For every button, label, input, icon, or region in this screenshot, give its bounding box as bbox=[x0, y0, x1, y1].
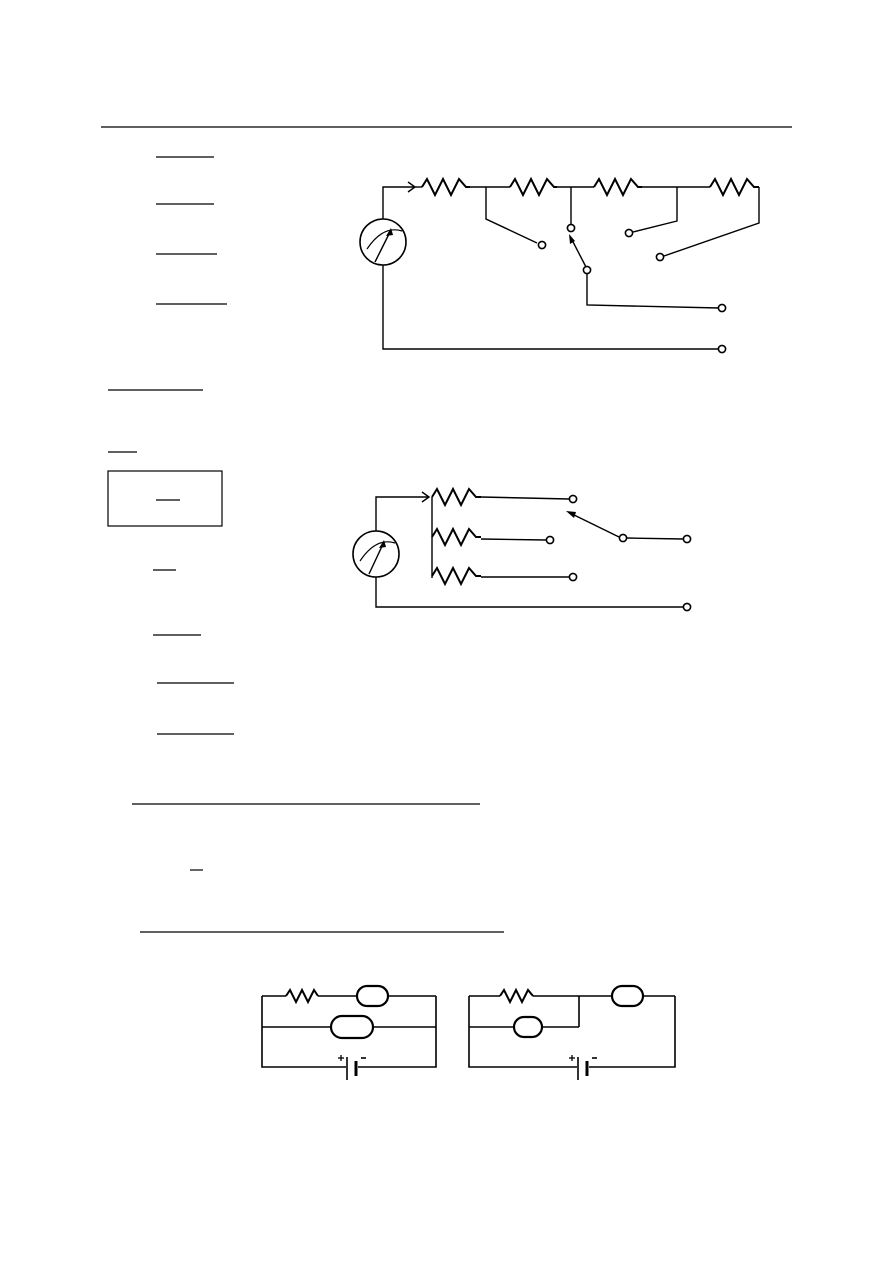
top-wire bbox=[382, 186, 415, 219]
lamp bbox=[329, 1014, 375, 1040]
resistor-3 bbox=[593, 176, 642, 198]
resistor bbox=[285, 987, 319, 1005]
terminal bbox=[568, 572, 578, 582]
wire bbox=[480, 496, 570, 500]
resistor-2 bbox=[509, 176, 557, 198]
terminal bbox=[537, 240, 547, 250]
circuit-lamps-mixed bbox=[468, 984, 676, 1080]
tap-wire bbox=[485, 187, 538, 244]
terminal bbox=[655, 252, 665, 262]
lamp bbox=[610, 984, 645, 1008]
resistor-2 bbox=[431, 526, 481, 548]
lamp bbox=[355, 984, 390, 1008]
multi-range-ammeter-shunts bbox=[359, 176, 760, 354]
resistor bbox=[499, 987, 534, 1005]
top-wire bbox=[375, 496, 429, 531]
terminal bbox=[682, 602, 692, 612]
selector-switch bbox=[569, 234, 727, 313]
terminal bbox=[568, 494, 578, 504]
circuit-frame bbox=[589, 996, 676, 1068]
terminal bbox=[682, 534, 692, 544]
terminal bbox=[545, 535, 555, 545]
terminal bbox=[566, 223, 576, 233]
wire bbox=[480, 538, 547, 541]
terminal bbox=[717, 303, 727, 313]
answer-blanks-section-1 bbox=[108, 156, 227, 453]
resistor-4 bbox=[709, 176, 759, 198]
lamp bbox=[512, 1015, 544, 1039]
circuit-lamps-parallel bbox=[261, 984, 437, 1080]
current-arrow-icon bbox=[421, 491, 431, 503]
answer-blanks-section-2 bbox=[132, 569, 504, 933]
terminal bbox=[717, 344, 727, 354]
resistor-3 bbox=[431, 565, 481, 587]
circuit-frame bbox=[358, 996, 437, 1068]
selector-switch bbox=[566, 511, 692, 544]
return-wire bbox=[375, 577, 683, 608]
galvanometer-icon bbox=[359, 218, 407, 266]
galvanometer-icon bbox=[352, 530, 400, 578]
cell-icon bbox=[338, 1055, 366, 1080]
answer-box bbox=[107, 470, 223, 527]
tap-wire bbox=[632, 187, 678, 233]
return-wire bbox=[382, 265, 719, 350]
tap-wire bbox=[663, 187, 760, 257]
circuit-frame bbox=[468, 996, 577, 1068]
resistor-1 bbox=[431, 486, 481, 508]
resistor-1 bbox=[421, 176, 470, 198]
multi-range-voltmeter-series-resistors bbox=[352, 486, 692, 612]
answer-box-frame bbox=[107, 470, 223, 527]
terminal bbox=[624, 228, 634, 238]
circuit-frame bbox=[261, 996, 346, 1068]
cell-icon bbox=[569, 1055, 597, 1080]
